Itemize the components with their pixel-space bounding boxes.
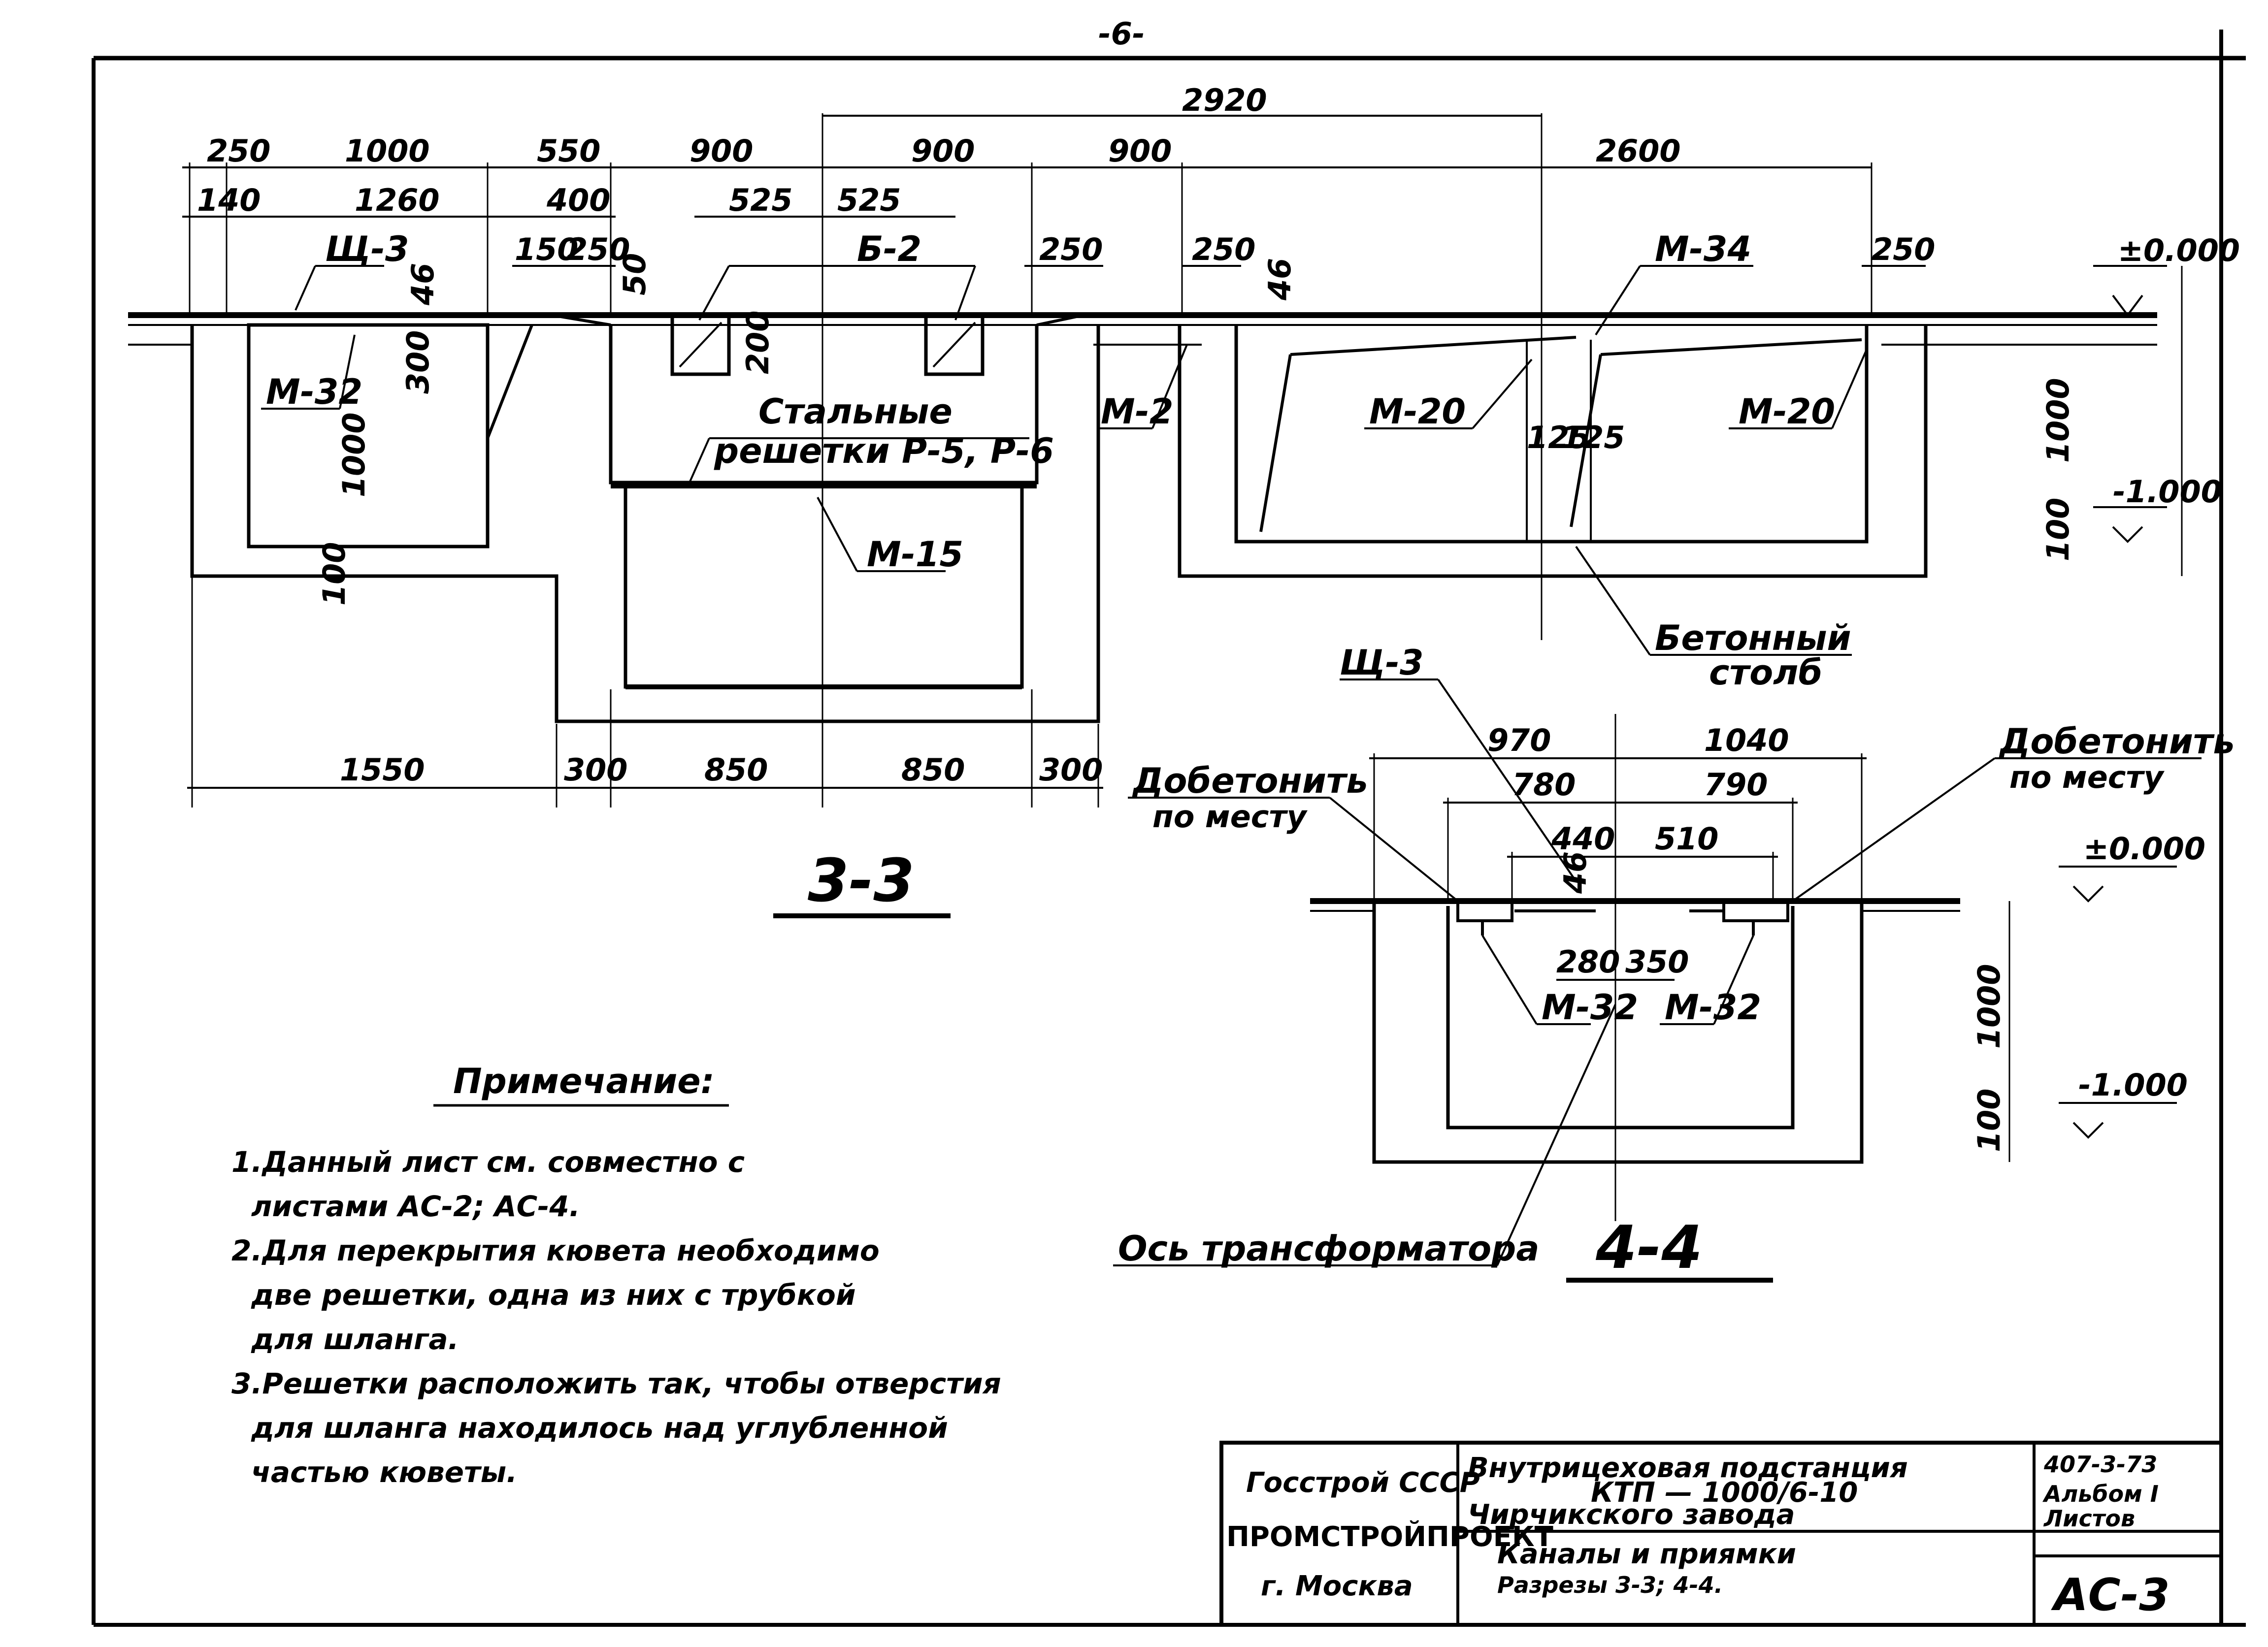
page-number: -6- — [1098, 16, 1145, 52]
code-line-3: Листов — [2043, 1505, 2135, 1532]
dim-250: 250 — [207, 133, 270, 169]
dim-300-b: 300 — [1039, 752, 1103, 788]
dim-250-c: 250 — [1039, 231, 1103, 267]
dim-250-e: 250 — [1872, 231, 1935, 267]
dim-900-a: 900 — [690, 133, 753, 169]
label-steel-2: решетки Р-5, Р-6 — [714, 431, 1054, 471]
label-concrete-1: Бетонный — [1655, 618, 1851, 658]
dim-46-4-4: 46 — [1557, 851, 1593, 894]
dim-250-d: 250 — [1192, 231, 1255, 267]
dim-350: 350 — [1625, 944, 1689, 980]
dim-780: 780 — [1512, 767, 1576, 803]
dim-1000-a: 1000 — [336, 412, 372, 497]
sheet-line-1: Каналы и приямки — [1497, 1538, 1796, 1570]
section-title-3-3: 3-3 — [808, 847, 915, 915]
label-m20-a: М-20 — [1369, 391, 1466, 432]
label-b2: Б-2 — [857, 229, 921, 269]
dim-1000-b: 1000 — [2040, 378, 2076, 463]
dim-850-a: 850 — [704, 752, 768, 788]
dim-525-a: 525 — [729, 182, 792, 218]
dim-400: 400 — [546, 182, 610, 218]
note-line-5: для шланга. — [251, 1323, 459, 1356]
label-m32: М-32 — [266, 372, 362, 412]
label-m32-b: М-32 — [1665, 987, 1761, 1028]
level-bottom-3-3: -1.000 — [2113, 474, 2222, 510]
dim-100-4-4: 100 — [1971, 1089, 2007, 1152]
dim-440: 440 — [1551, 821, 1615, 857]
dim-970: 970 — [1487, 722, 1551, 758]
dim-150: 150 — [515, 231, 578, 267]
dim-850-b: 850 — [901, 752, 965, 788]
dim-550: 550 — [537, 133, 600, 169]
notes-title: Примечание: — [453, 1061, 715, 1101]
dim-2600: 2600 — [1596, 133, 1681, 169]
dim-525-b: 525 — [837, 182, 901, 218]
title-block: Госстрой СССР ПРОМСТРОЙПРОЕКТ г. Москва … — [1219, 1441, 2223, 1627]
label-transformer-axis: Ось трансформатора — [1118, 1228, 1540, 1269]
label-m15: М-15 — [867, 534, 963, 575]
label-concrete-2: столб — [1709, 652, 1822, 693]
label-m32-a: М-32 — [1542, 987, 1638, 1028]
sheet-frame — [92, 30, 2246, 1627]
note-line-4: две решетки, одна из них с трубкой — [251, 1278, 856, 1312]
label-sh3-4-4: Щ-3 — [1340, 643, 1424, 683]
level-bottom-4-4: -1.000 — [2078, 1067, 2188, 1103]
dim-100-b: 100 — [2040, 498, 2076, 561]
project-line-1: Внутрицеховая подстанция — [1468, 1452, 1908, 1484]
code-line-2: Альбом I — [2042, 1481, 2159, 1507]
note-line-8: частью кюветы. — [251, 1455, 517, 1489]
note-line-6: 3.Решетки расположить так, чтобы отверст… — [231, 1367, 1001, 1400]
code-line-1: 407-3-73 — [2043, 1451, 2157, 1478]
dim-50: 50 — [617, 253, 653, 295]
dim-300: 300 — [400, 330, 436, 394]
level-top-4-4: ±0.000 — [2083, 831, 2205, 867]
note-line-7: для шланга находилось над углубленной — [251, 1411, 948, 1445]
dim-125-b: 125 — [1561, 420, 1625, 455]
note-line-3: 2.Для перекрытия кювета необходимо — [231, 1234, 880, 1267]
sheet-line-2: Разрезы 3-3; 4-4. — [1497, 1572, 1723, 1598]
label-m2: М-2 — [1101, 391, 1173, 432]
label-steel-1: Стальные — [758, 391, 953, 432]
dim-200: 200 — [740, 311, 776, 374]
dim-250-b: 250 — [566, 231, 630, 267]
org-line-3: г. Москва — [1261, 1570, 1413, 1602]
dim-46-a: 46 — [405, 263, 441, 306]
label-m34: М-34 — [1655, 229, 1751, 269]
dim-300-a: 300 — [564, 752, 627, 788]
org-line-2: ПРОМСТРОЙПРОЕКТ — [1226, 1520, 1553, 1553]
dim-2920: 2920 — [1182, 82, 1267, 118]
label-fill-left-1: Добетонить — [1132, 761, 1368, 801]
dim-100: 100 — [316, 542, 352, 606]
dim-1260: 1260 — [355, 182, 440, 218]
project-line-3: Чирчикского завода — [1468, 1499, 1795, 1531]
note-line-2: листами АС-2; АС-4. — [251, 1190, 580, 1223]
project-line-2: КТП — 1000/6-10 — [1591, 1477, 1858, 1509]
dim-900-c: 900 — [1108, 133, 1172, 169]
label-fill-right-1: Добетонить — [1999, 721, 2235, 762]
dim-125-a: 125 — [1527, 420, 1590, 455]
dim-1040: 1040 — [1704, 722, 1789, 758]
dim-900-b: 900 — [911, 133, 975, 169]
dim-1550: 1550 — [340, 752, 425, 788]
level-top-3-3: ±0.000 — [2118, 232, 2240, 268]
dim-280: 280 — [1556, 944, 1620, 980]
note-line-1: 1.Данный лист см. совместно с — [231, 1145, 745, 1179]
sheet-code: АС-3 — [2051, 1569, 2170, 1621]
label-fill-right-2: по месту — [2009, 759, 2165, 795]
label-fill-left-2: по месту — [1152, 799, 1308, 835]
org-line-1: Госстрой СССР — [1246, 1467, 1480, 1499]
section-4-4: 970 1040 780 790 440 510 280 350 46 1000… — [1113, 643, 2235, 1283]
label-m20-b: М-20 — [1739, 391, 1835, 432]
dim-790: 790 — [1704, 767, 1768, 803]
notes: Примечание: 1.Данный лист см. совместно … — [231, 1061, 1001, 1489]
dim-1000: 1000 — [345, 133, 430, 169]
dim-140: 140 — [197, 182, 261, 218]
dim-510: 510 — [1655, 821, 1718, 857]
label-sh3: Щ-3 — [325, 229, 409, 269]
dim-1000-4-4: 1000 — [1971, 964, 2007, 1049]
section-title-4-4: 4-4 — [1595, 1214, 1703, 1282]
dim-46-b: 46 — [1262, 258, 1298, 301]
section-3-3: 2920 250 1000 550 900 900 900 2600 140 1… — [128, 82, 2240, 918]
